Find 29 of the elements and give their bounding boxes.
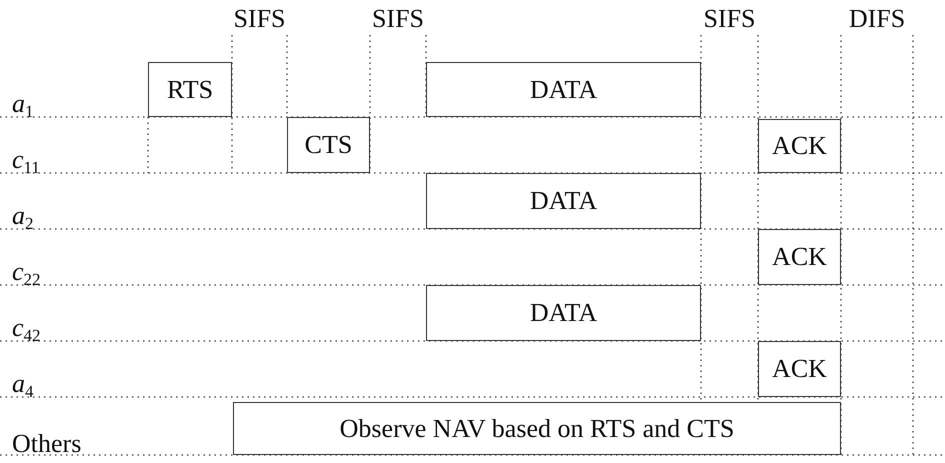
station-label: c$_{22}$ bbox=[12, 259, 41, 288]
station-label: c$_{42}$ bbox=[12, 315, 41, 344]
frame-label: CTS bbox=[304, 132, 352, 158]
interval-label: DIFS bbox=[848, 6, 906, 32]
frame-label: ACK bbox=[772, 356, 827, 382]
frame-box bbox=[758, 229, 841, 285]
frame-box bbox=[426, 62, 701, 117]
frame-box bbox=[426, 173, 701, 229]
interval-label: SIFS bbox=[372, 6, 424, 32]
station-label: a$_{1}$ bbox=[12, 91, 34, 120]
frame-box bbox=[148, 62, 232, 117]
frame-box bbox=[233, 402, 841, 455]
frame-box bbox=[287, 117, 370, 173]
station-label: c$_{11}$ bbox=[12, 147, 40, 176]
station-label: Others bbox=[12, 431, 82, 457]
frame-label: ACK bbox=[772, 244, 827, 270]
frame-box bbox=[758, 341, 841, 397]
frame-box bbox=[758, 119, 841, 173]
station-label: a$_{2}$ bbox=[12, 203, 34, 232]
frame-box bbox=[426, 285, 701, 341]
frame-label: RTS bbox=[166, 76, 214, 102]
frame-label: ACK bbox=[772, 133, 827, 159]
frame-label: DATA bbox=[530, 300, 598, 326]
frame-label: Observe NAV based on RTS and CTS bbox=[340, 416, 734, 442]
frame-label: DATA bbox=[530, 76, 598, 102]
interval-label: SIFS bbox=[703, 6, 756, 32]
interval-label: SIFS bbox=[233, 6, 286, 32]
station-label: a$_{4}$ bbox=[12, 371, 34, 400]
frame-label: DATA bbox=[530, 188, 598, 214]
